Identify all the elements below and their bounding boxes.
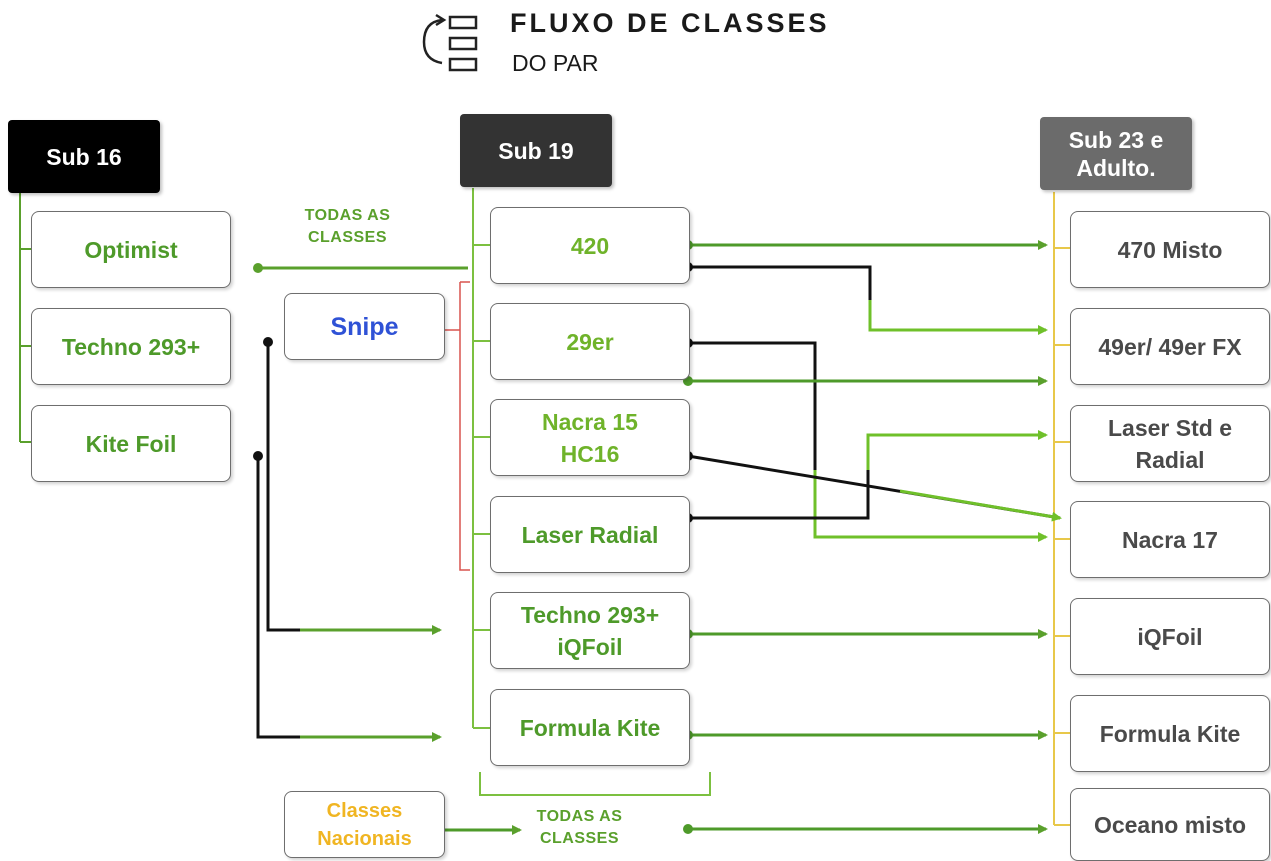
sub23-item-470misto: 470 Misto xyxy=(1070,211,1270,288)
sub23-item-formulakite: Formula Kite xyxy=(1070,695,1270,772)
kitefoil-connector xyxy=(253,451,442,742)
techno-connector xyxy=(263,337,442,635)
conn-formulakite xyxy=(683,730,1048,740)
page-subtitle: DO PAR xyxy=(512,50,599,76)
conn-420-49er xyxy=(683,262,1048,335)
sub19-item-420: 420 xyxy=(490,207,690,284)
header-sub23: Sub 23 e Adulto. xyxy=(1040,117,1192,190)
sub23-item-49er: 49er/ 49er FX xyxy=(1070,308,1270,385)
sub16-item-kitefoil: Kite Foil xyxy=(31,405,231,482)
optimist-connector xyxy=(253,263,468,273)
header-sub16: Sub 16 xyxy=(8,120,160,193)
page-title: FLUXO DE CLASSES xyxy=(510,8,830,38)
conn-techno-iqfoil xyxy=(683,629,1048,639)
sub19-bottom-bracket xyxy=(479,772,711,796)
sub23-item-oceanomisto: Oceano misto xyxy=(1070,788,1270,861)
sub16-item-optimist: Optimist xyxy=(31,211,231,288)
conn-todas-oceano xyxy=(683,824,1048,834)
sub19-item-29er: 29er xyxy=(490,303,690,380)
sub16-bracket xyxy=(19,193,32,443)
snipe-red-bracket xyxy=(445,281,470,571)
sub19-item-techno-iqfoil: Techno 293+ iQFoil xyxy=(490,592,690,669)
conn-29er-49er xyxy=(683,376,1048,386)
sub19-item-formulakite: Formula Kite xyxy=(490,689,690,766)
sub19-item-laserradial: Laser Radial xyxy=(490,496,690,573)
sub23-item-nacra17: Nacra 17 xyxy=(1070,501,1270,578)
note-todas-classes-top: TODAS AS CLASSES xyxy=(304,207,391,246)
conn-420-470 xyxy=(683,240,1048,250)
classes-nacionais-box: Classes Nacionais xyxy=(284,791,445,858)
note-todas-classes-bottom: TODAS AS CLASSES xyxy=(536,808,623,847)
conn-laser-laserstd xyxy=(683,430,1048,523)
sub19-bracket xyxy=(472,188,490,729)
header-sub19: Sub 19 xyxy=(460,114,612,187)
sub23-bracket xyxy=(1053,192,1070,826)
sub23-item-iqfoil: iQFoil xyxy=(1070,598,1270,675)
snipe-box: Snipe xyxy=(284,293,445,360)
sub16-item-techno: Techno 293+ xyxy=(31,308,231,385)
sub23-item-laserstd: Laser Std e Radial xyxy=(1070,405,1270,482)
conn-nacra15-nacra17 xyxy=(683,451,1062,522)
sub19-item-nacra15: Nacra 15 HC16 xyxy=(490,399,690,476)
class-flow-icon xyxy=(422,13,478,72)
